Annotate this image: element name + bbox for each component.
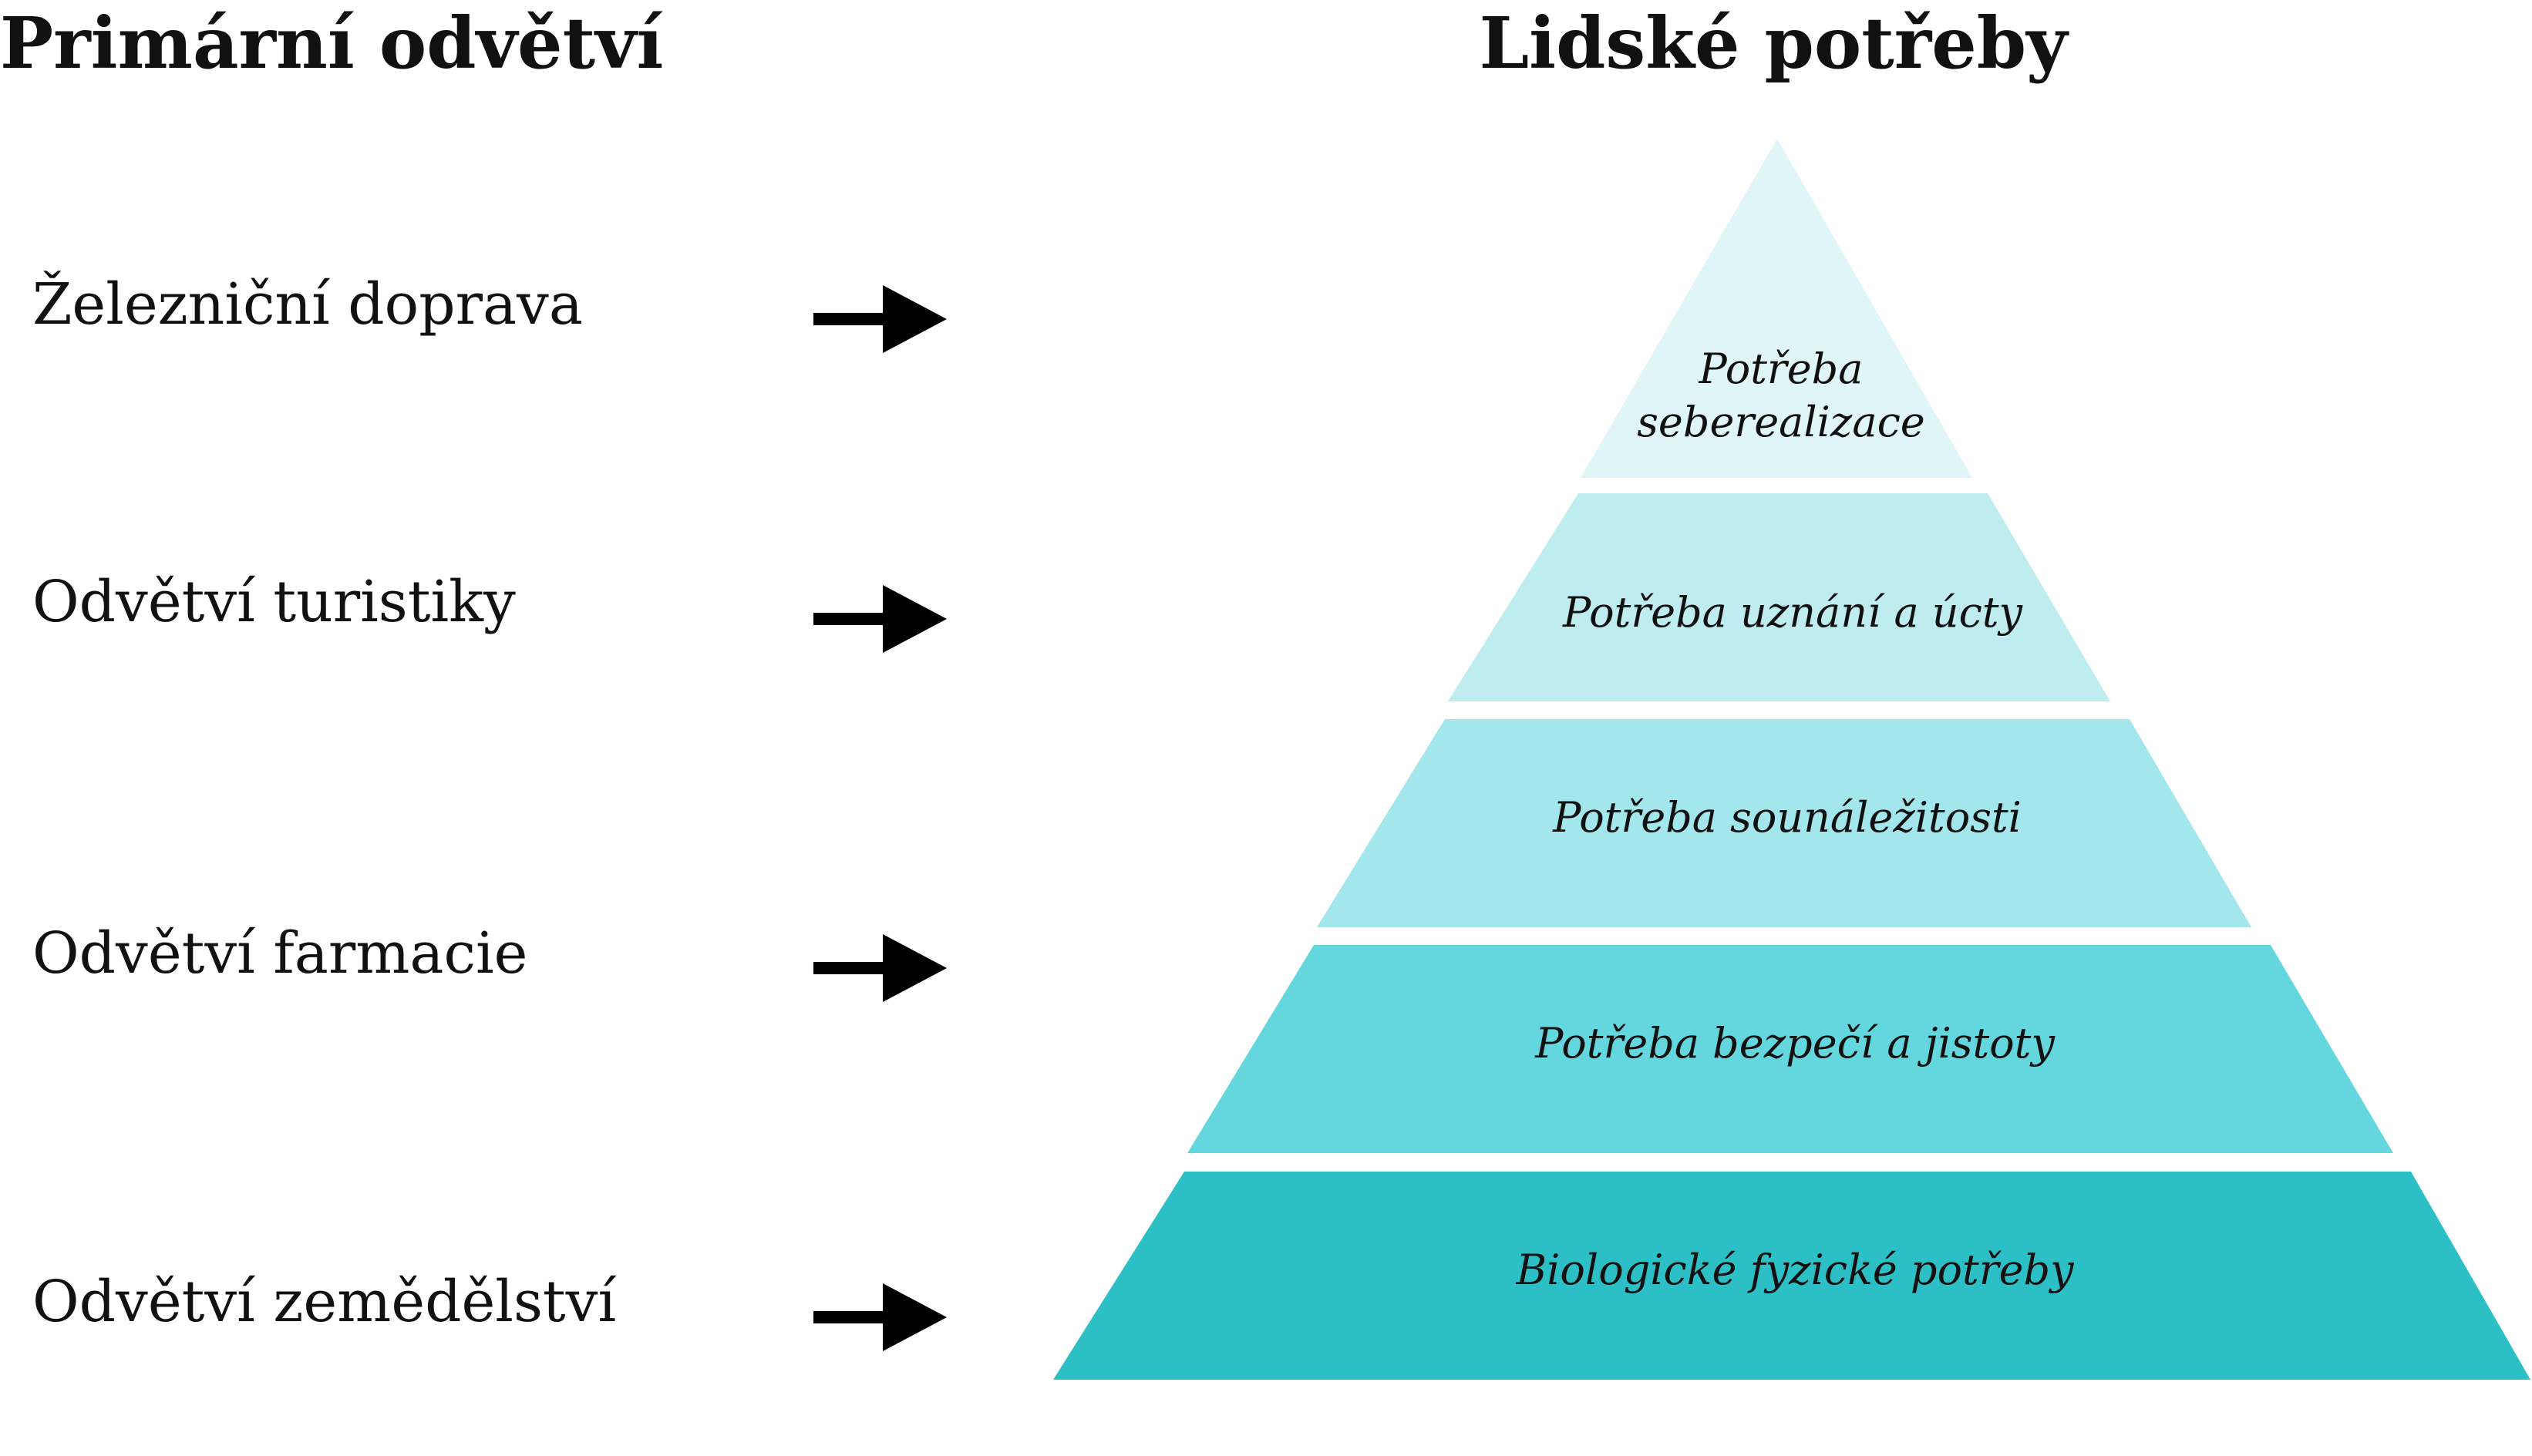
pyramid-level-physiological	[1053, 1172, 2530, 1380]
left-column-title: Primární odvětví	[0, 2, 664, 85]
pyramid-level-self-actualization	[1581, 139, 1972, 478]
sector-label-pharmacy: Odvětví farmacie	[32, 920, 528, 987]
pyramid-label-self-actualization-line2: seberealizace	[1637, 398, 1925, 446]
right-arrow-icon	[813, 934, 947, 1002]
pyramid-level-safety	[1187, 945, 2393, 1153]
pyramid-level-belonging	[1317, 719, 2251, 927]
pyramid-level-esteem	[1448, 493, 2110, 701]
pyramid-label-esteem: Potřeba uznání a úcty	[1562, 588, 2024, 637]
right-arrow-icon	[813, 585, 947, 653]
right-arrow-icon	[813, 1283, 947, 1351]
sector-label-tourism: Odvětví turistiky	[32, 569, 516, 635]
right-column-title: Lidské potřeby	[1479, 2, 2068, 85]
pyramid-label-safety: Potřeba bezpečí a jistoty	[1534, 1019, 2056, 1068]
pyramid-label-belonging: Potřeba sounáležitosti	[1552, 793, 2022, 842]
pyramid-label-physiological: Biologické fyzické potřeby	[1515, 1246, 2075, 1294]
sector-label-agriculture: Odvětví zemědělství	[32, 1269, 617, 1335]
right-arrow-icon	[813, 285, 947, 353]
pyramid-label-self-actualization-line1: Potřeba	[1699, 345, 1864, 393]
sector-label-railway: Železniční doprava	[32, 271, 583, 338]
